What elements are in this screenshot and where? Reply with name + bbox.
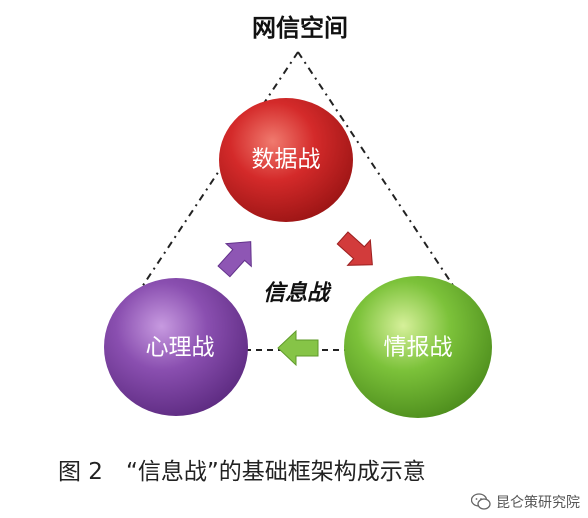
watermark: 昆仑策研究院 [471,492,580,512]
wechat-icon [471,493,491,510]
arrow-data-to-intel-icon [336,231,373,266]
node-intelligence-warfare: 情报战 [344,276,492,418]
triangle-edge-left [123,51,299,315]
node-circle [344,276,492,418]
watermark-text: 昆仑策研究院 [496,495,580,511]
node-circle [219,98,353,222]
node-psychological-warfare: 心理战 [104,278,248,416]
node-label: 数据战 [252,147,321,173]
node-label: 心理战 [146,335,215,361]
node-label: 情报战 [384,335,453,361]
triangle-edge-right [297,51,473,315]
arrow-intel-to-psych-icon [277,329,319,367]
figure-caption: 图 2 “信息战”的基础框架构成示意 [58,459,426,485]
node-data-warfare: 数据战 [219,98,353,222]
cyberspace-label: 网信空间 [252,14,348,42]
arrow-psych-to-data-icon [217,241,252,278]
node-circle [104,278,248,416]
info-warfare-label: 信息战 [263,280,332,306]
